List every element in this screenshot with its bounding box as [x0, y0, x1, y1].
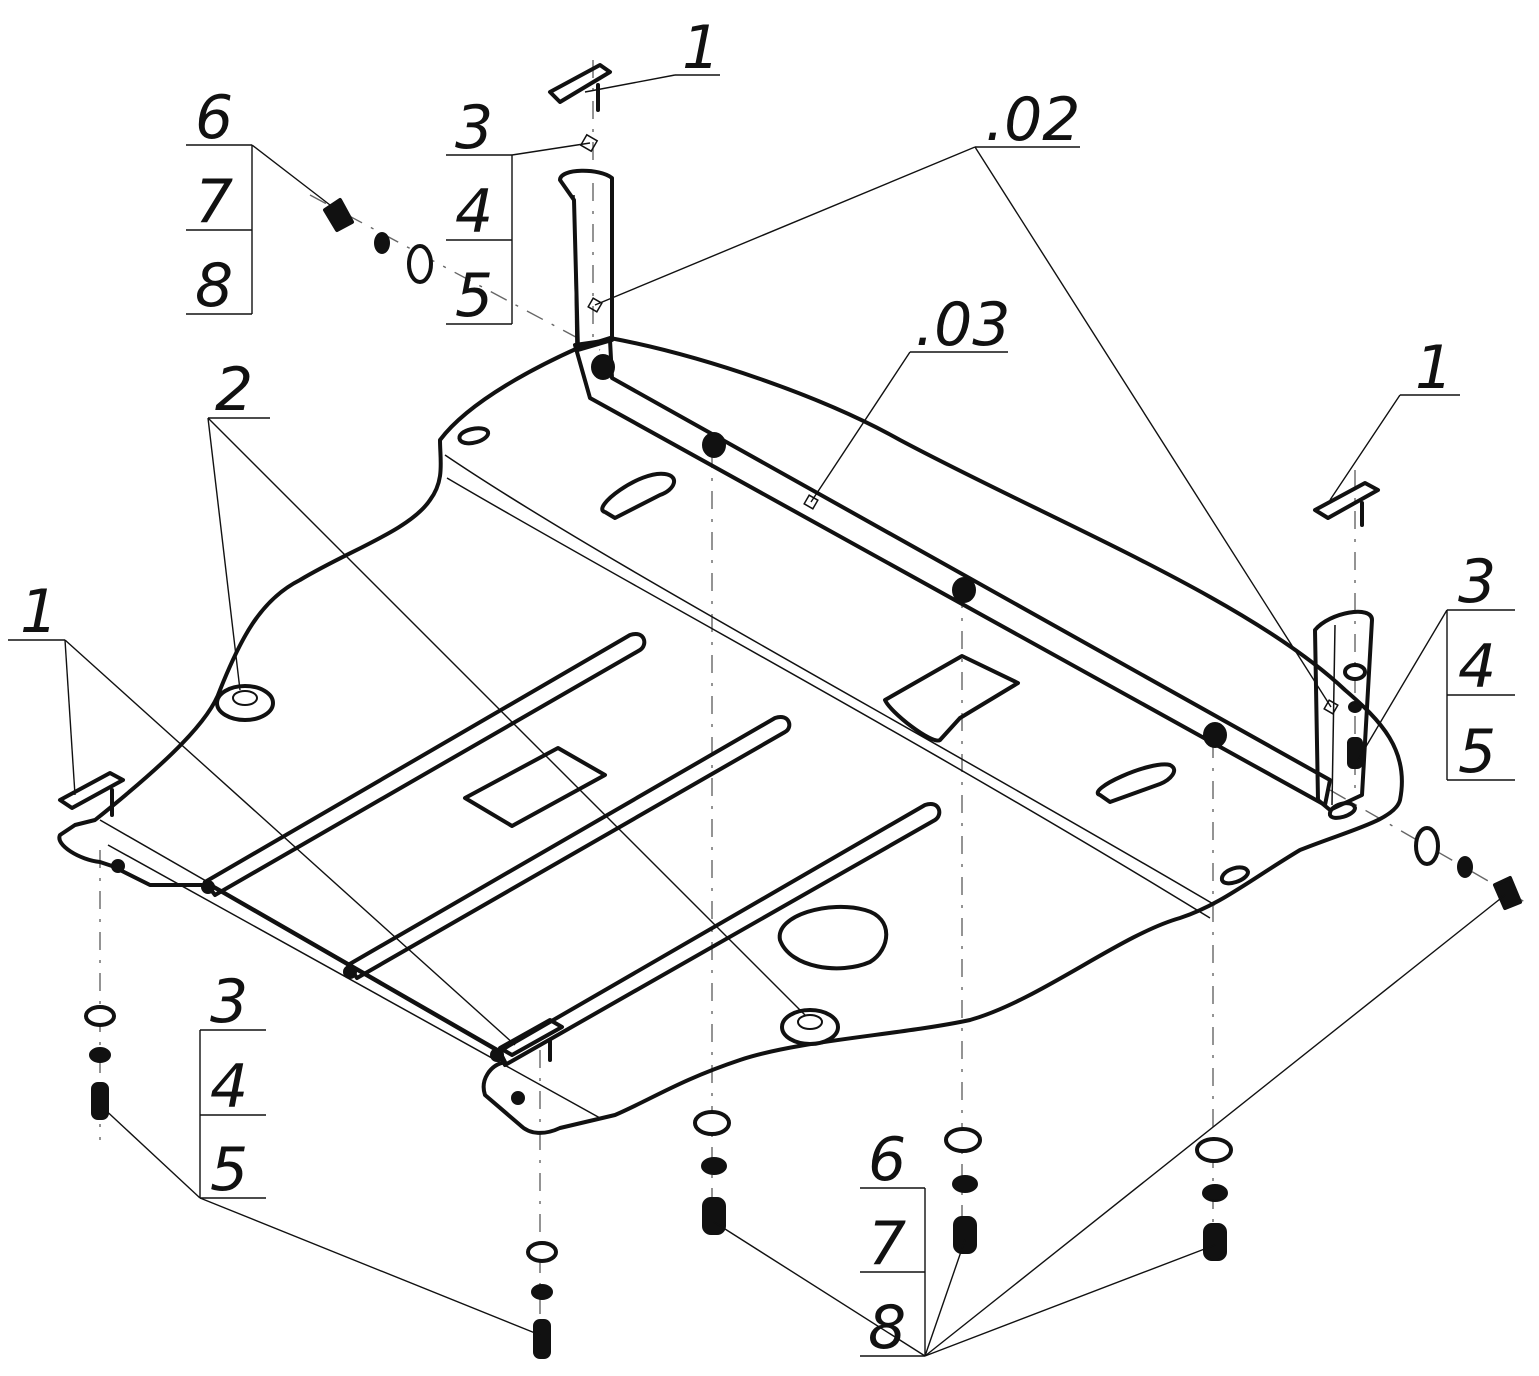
label-part-03: .03	[915, 290, 1010, 360]
leader-lines	[8, 74, 1515, 1357]
label-top-left-8: 8	[195, 251, 233, 321]
label-bottom-left-5: 5	[210, 1135, 248, 1205]
fastener-hardware	[84, 198, 1522, 1359]
label-top-left-6: 6	[195, 83, 233, 153]
label-clip-top: 1	[682, 13, 720, 83]
label-top-mid-4: 4	[455, 177, 493, 247]
label-top-mid-3: 3	[455, 93, 493, 163]
label-top-mid-5: 5	[455, 261, 493, 331]
label-right-3: 3	[1458, 547, 1496, 617]
label-bottom-mid-7: 7	[868, 1209, 906, 1279]
label-right-4: 4	[1458, 632, 1496, 702]
label-clip-right: 1	[1415, 333, 1453, 403]
label-top-left-7: 7	[195, 167, 233, 237]
label-bottom-left-3: 3	[210, 967, 248, 1037]
label-bushing: 2	[215, 355, 253, 425]
bushing-parts	[215, 684, 840, 1046]
label-bottom-left-4: 4	[210, 1052, 248, 1122]
label-bottom-mid-6: 6	[868, 1125, 906, 1195]
label-clip-left: 1	[20, 577, 58, 647]
skid-plate	[57, 168, 1404, 1135]
callout-labels: 1 1 1 2 .02 .03 6 7 8 3 4 5 3 4 5 3 4 5 …	[20, 13, 1496, 1363]
label-right-5: 5	[1458, 717, 1496, 787]
label-part-02: .02	[985, 85, 1080, 155]
label-bottom-mid-8: 8	[868, 1293, 906, 1363]
